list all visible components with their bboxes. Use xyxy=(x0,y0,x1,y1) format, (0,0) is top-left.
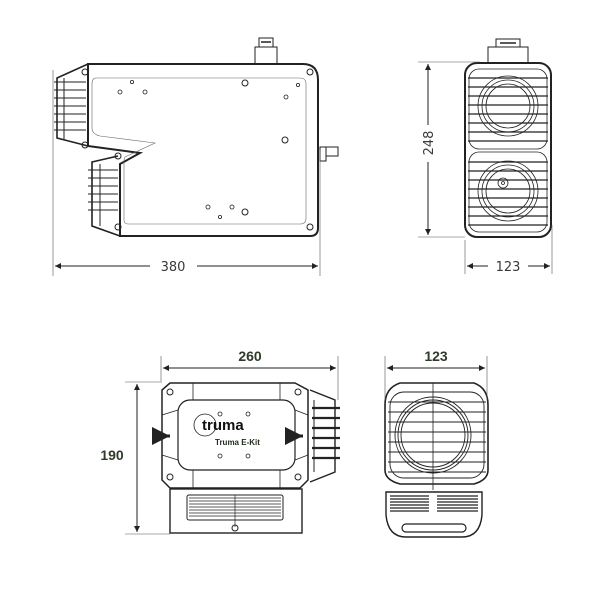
dimension-label-190: 190 xyxy=(100,447,124,463)
dimension-260: 260 xyxy=(160,348,339,400)
dimension-380: 380 xyxy=(52,70,321,276)
dimension-label-248: 248 xyxy=(422,131,437,156)
ekit-front-view xyxy=(152,382,340,534)
ekit-side-view xyxy=(384,382,489,538)
dimension-123-bottom: 123 xyxy=(384,348,488,400)
dimension-label-260: 260 xyxy=(238,348,262,364)
truma-logo: truma xyxy=(202,417,244,434)
dimension-123-top: 123 xyxy=(464,225,553,275)
dimension-label-123-bottom: 123 xyxy=(424,348,448,364)
dimension-190: 190 xyxy=(100,381,170,535)
dimension-label-380: 380 xyxy=(161,260,186,275)
dimension-label-123-top: 123 xyxy=(496,260,521,275)
side-view-heater xyxy=(54,37,339,237)
dimension-248: 248 xyxy=(418,61,480,238)
front-view-heater xyxy=(464,38,552,238)
model-label: Truma E-Kit xyxy=(215,438,260,447)
